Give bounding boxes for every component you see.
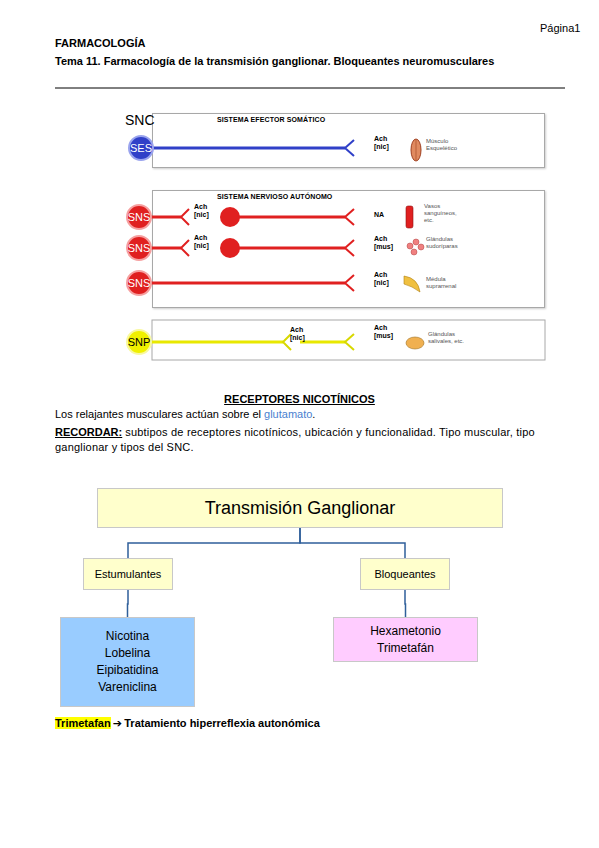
band-heading: SISTEMA NERVIOSO AUTÓNOMO: [217, 193, 332, 200]
circle-shape: [127, 330, 151, 354]
node-text: Vareniclina: [98, 679, 156, 696]
receptor-label: Ach [mus]: [374, 324, 396, 340]
target-organ: Vasos sanguíneos, etc.: [424, 203, 466, 224]
process-box: Estumulantes: [83, 558, 173, 590]
body-text: subtipos de receptores nicotínicos, ubic…: [55, 426, 535, 453]
node-text: SNS: [128, 211, 151, 223]
process-box: HexametonioTrimetafán: [333, 617, 478, 662]
header-rule: [55, 88, 565, 89]
nerve-ending: [345, 140, 354, 156]
muscle-icon: [411, 139, 421, 161]
muscle-icon: [416, 140, 417, 160]
nerve-ending: [345, 275, 354, 291]
gland-icon: [407, 239, 424, 255]
tree-connector: [127, 590, 129, 617]
receptor-label: Ach [nic]: [290, 326, 312, 342]
process-box: Transmisión Ganglionar: [97, 488, 503, 528]
neuron-origin-circle: SNS: [125, 269, 153, 297]
body-text: Tratamiento hiperreflexia autonómica: [124, 717, 320, 729]
tree-connector: [128, 528, 300, 558]
nerve-ending: [345, 240, 354, 256]
tree-connector: [300, 528, 405, 558]
adrenal-icon: [404, 276, 420, 292]
salivary-icon: [406, 337, 424, 349]
cns-label: SNC: [125, 112, 155, 128]
body-text: .: [312, 408, 315, 420]
node-text: Lobelina: [105, 645, 150, 662]
course-name: FARMACOLOGÍA: [55, 37, 145, 49]
receptor-label: Ach [mus]: [374, 235, 396, 251]
text-paragraph: Trimetafan➔Tratamiento hiperreflexia aut…: [55, 716, 565, 731]
node-text: Trimetafán: [377, 640, 434, 657]
target-organ: Glándulas sudoríparas: [426, 236, 470, 250]
band-heading: SISTEMA EFECTOR SOMÁTICO: [217, 116, 325, 123]
receptor-label: Ach [nic]: [194, 203, 216, 219]
receptor-label: Ach [nic]: [374, 135, 396, 151]
band-outline: [152, 320, 545, 360]
highlighted-term: glutamato: [264, 408, 312, 420]
receptor-label: Ach [nic]: [374, 271, 396, 287]
page-title: Tema 11. Farmacología de la transmisión …: [55, 55, 494, 67]
receptor-label: NA: [374, 211, 396, 219]
target-organ: Médula suprarrenal: [426, 276, 470, 290]
process-box: NicotinaLobelinaEipibatidinaVareniclina: [60, 617, 195, 707]
node-text: SNS: [128, 277, 151, 289]
note-heading: RECORDAR:: [55, 426, 122, 438]
neuron-line: [230, 216, 345, 219]
text-paragraph: RECORDAR:subtipos de receptores nicotíni…: [55, 425, 565, 455]
system-band: SISTEMA EFECTOR SOMÁTICO: [152, 113, 545, 168]
neuron-line: [141, 147, 345, 150]
node-text: Hexametonio: [370, 623, 441, 640]
circle-shape: [129, 136, 153, 160]
highlighted-drug: Trimetafan: [55, 717, 111, 729]
section-heading: RECEPTORES NICOTÍNICOS: [0, 393, 599, 405]
neuron-origin-circle: SNS: [125, 203, 153, 231]
neuron-line: [230, 247, 345, 250]
nerve-ending: [345, 334, 354, 350]
neuron-line: [300, 341, 345, 344]
node-text: SNP: [128, 336, 151, 348]
neuron-origin-circle: SES: [127, 134, 155, 162]
node-text: Bloqueantes: [374, 566, 435, 582]
neuron-origin-circle: SNS: [125, 234, 153, 262]
target-organ: Glándulas salivales, etc.: [428, 331, 478, 345]
text-paragraph: Los relajantes musculares actúan sobre e…: [55, 407, 565, 422]
nerve-ending: [345, 209, 354, 225]
circle-shape: [127, 271, 151, 295]
vessel-icon: [406, 206, 413, 228]
neuron-line: [141, 282, 345, 285]
nerve-ending: [181, 209, 189, 225]
circle-shape: [127, 236, 151, 260]
process-box: Bloqueantes: [360, 558, 450, 590]
node-text: Eipibatidina: [96, 662, 158, 679]
receptor-label: Ach [nic]: [194, 234, 216, 250]
node-text: SES: [130, 142, 152, 154]
node-text: Transmisión Ganglionar: [205, 495, 395, 521]
circle-shape: [127, 205, 151, 229]
page-number: Página1: [540, 22, 580, 34]
node-text: Estumulantes: [95, 566, 162, 582]
arrow-symbol: ➔: [113, 717, 122, 729]
tree-connector: [404, 590, 406, 617]
neuron-origin-circle: SNP: [125, 328, 153, 356]
target-organ: Músculo Esquelético: [426, 138, 466, 152]
nerve-ending: [283, 334, 291, 350]
neuron-line: [141, 341, 283, 344]
node-text: SNS: [128, 242, 151, 254]
node-text: Nicotina: [106, 628, 149, 645]
system-band: SISTEMA NERVIOSO AUTÓNOMO: [152, 190, 545, 308]
nerve-ending: [181, 240, 189, 256]
body-text: Los relajantes musculares actúan sobre e…: [55, 408, 261, 420]
